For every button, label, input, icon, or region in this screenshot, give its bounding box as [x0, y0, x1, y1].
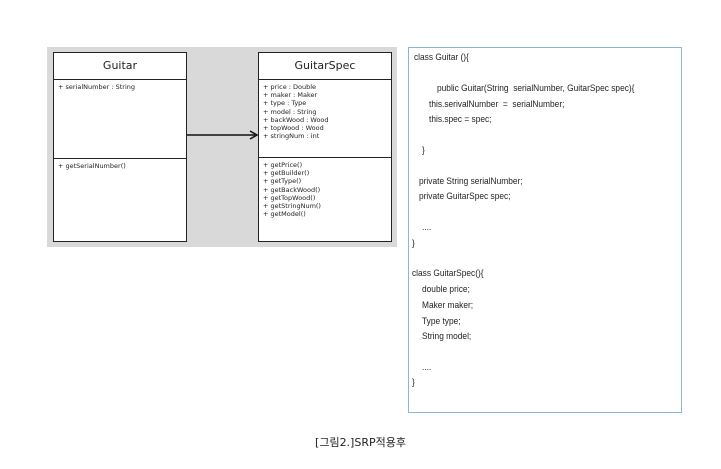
guitarspec-operation: + getModel(): [263, 210, 306, 219]
code-line: Type type;: [422, 316, 461, 327]
code-line: private GuitarSpec spec;: [419, 191, 511, 202]
code-line: Maker maker;: [422, 300, 474, 311]
code-line: private String serialNumber;: [419, 176, 523, 187]
uml-diagram-panel: Guitar + serialNumber : String + getSeri…: [47, 47, 397, 247]
code-line: this.spec = spec;: [429, 114, 492, 125]
guitar-attribute: + serialNumber : String: [58, 83, 135, 91]
guitar-class-name: Guitar: [54, 53, 186, 80]
guitarspec-operation: + getTopWood(): [263, 193, 316, 202]
code-line: ....: [422, 222, 432, 233]
figure-caption: [그림2.]SRP적용후: [315, 436, 406, 449]
guitarspec-attribute: + model : String: [263, 107, 317, 116]
association-arrow: [187, 130, 259, 140]
code-line: }: [412, 377, 415, 388]
guitarspec-attribute: + stringNum : int: [263, 132, 320, 141]
guitarspec-attribute: + maker : Maker: [263, 91, 318, 100]
guitarspec-operations: + getPrice() + getBuilder() + getType() …: [259, 161, 391, 218]
guitarspec-attribute: + price : Double: [263, 83, 317, 91]
code-line: class Guitar (){: [414, 52, 469, 63]
guitarspec-operation: + getBackWood(): [263, 185, 321, 194]
guitarspec-operation: + getBuilder(): [263, 169, 310, 178]
guitarspec-operation: + getStringNum(): [263, 202, 321, 211]
code-listing: class Guitar (){ public Guitar(String se…: [408, 47, 682, 413]
code-line: }: [412, 238, 415, 249]
guitarspec-attributes: + price : Double + maker : Maker + type …: [259, 83, 391, 158]
guitarspec-attribute: + topWood : Wood: [263, 124, 324, 133]
code-line: this.serivalNumber = serialNumber;: [429, 99, 565, 110]
guitar-attributes: + serialNumber : String: [54, 83, 186, 159]
guitarspec-attribute: + backWood : Wood: [263, 115, 329, 124]
guitarspec-class-box: GuitarSpec + price : Double + maker : Ma…: [258, 52, 392, 242]
guitarspec-operation: + getPrice(): [263, 161, 303, 169]
code-line: double price;: [422, 284, 470, 295]
code-line: ....: [422, 362, 432, 373]
guitar-class-box: Guitar + serialNumber : String + getSeri…: [53, 52, 187, 242]
code-line: String model;: [422, 331, 472, 342]
guitarspec-attribute: + type : Type: [263, 99, 307, 108]
guitarspec-class-name: GuitarSpec: [259, 53, 391, 80]
code-line: class GuitarSpec(){: [412, 268, 484, 279]
code-line: public Guitar(String serialNumber, Guita…: [437, 83, 635, 94]
guitar-operations: + getSerialNumber(): [54, 162, 186, 170]
guitarspec-operation: + getType(): [263, 177, 302, 186]
code-line: }: [422, 145, 425, 156]
guitar-operation: + getSerialNumber(): [58, 162, 126, 170]
